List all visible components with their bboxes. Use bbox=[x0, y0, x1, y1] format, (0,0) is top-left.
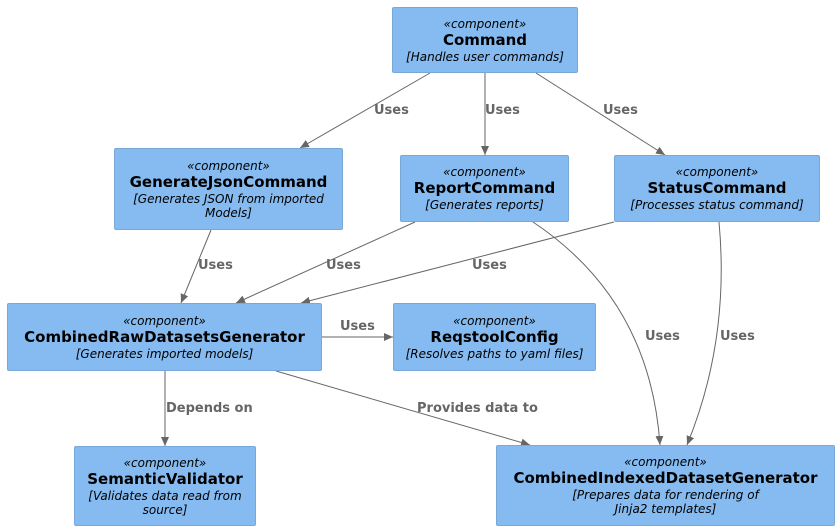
node-description: [Validates data read from bbox=[88, 488, 242, 503]
node-description: [Handles user commands] bbox=[406, 49, 564, 64]
node-stereotype: «component» bbox=[123, 455, 207, 470]
node-title: Command bbox=[442, 30, 528, 49]
node-generate-json-command: «component» GenerateJsonCommand [Generat… bbox=[114, 148, 343, 230]
edge-status-combined-raw bbox=[300, 221, 615, 305]
edge-command-generate-json bbox=[299, 72, 431, 149]
node-stereotype: «component» bbox=[624, 455, 707, 469]
edge-generate-json-combined-raw bbox=[180, 229, 212, 304]
node-stereotype: «component» bbox=[123, 313, 206, 328]
node-stereotype: «component» bbox=[187, 158, 270, 173]
node-title: StatusCommand bbox=[647, 179, 787, 197]
edge-status-combined-indexed bbox=[686, 221, 722, 446]
node-description: source] bbox=[142, 502, 188, 517]
edge-label-combined-raw-reqstool: Uses bbox=[340, 319, 375, 334]
node-title: ReqstoolConfig bbox=[430, 327, 559, 346]
edge-combined-raw-combined-indexed bbox=[275, 370, 531, 447]
edge-report-combined-raw bbox=[235, 221, 416, 304]
edge-label-command-report: Uses bbox=[485, 103, 520, 118]
edge-label-status-combined-raw: Uses bbox=[472, 258, 507, 273]
edge-report-combined-indexed bbox=[532, 221, 664, 446]
edge-label-combined-raw-semantic: Depends on bbox=[166, 401, 253, 416]
node-description: [Generates JSON from imported bbox=[133, 191, 324, 206]
node-status-command: «component» StatusCommand [Processes sta… bbox=[614, 155, 820, 222]
node-description: Models] bbox=[205, 205, 252, 220]
edge-label-command-generate-json: Uses bbox=[374, 103, 409, 118]
node-title: CombinedRawDatasetsGenerator bbox=[24, 327, 305, 346]
node-combined-indexed-dataset-generator: «component» CombinedIndexedDatasetGenera… bbox=[496, 445, 835, 526]
node-description: [Prepares data for rendering of bbox=[572, 488, 759, 502]
node-description: Jinja2 templates] bbox=[614, 502, 717, 516]
edge-command-status bbox=[535, 72, 666, 156]
edge-label-combined-raw-combined-indexed: Provides data to bbox=[417, 401, 538, 416]
node-stereotype: «component» bbox=[443, 16, 527, 31]
edge-label-report-combined-indexed: Uses bbox=[645, 329, 680, 344]
edge-label-generate-json-combined-raw: Uses bbox=[198, 258, 233, 273]
node-stereotype: «component» bbox=[675, 165, 759, 179]
node-command: «component» Command [Handles user comman… bbox=[392, 7, 578, 73]
node-title: SemanticValidator bbox=[87, 469, 243, 488]
node-stereotype: «component» bbox=[443, 165, 526, 179]
edge-label-report-combined-raw: Uses bbox=[326, 258, 361, 273]
node-title: ReportCommand bbox=[413, 179, 556, 197]
edge-label-command-status: Uses bbox=[603, 103, 638, 118]
node-description: [Resolves paths to yaml files] bbox=[405, 346, 584, 361]
node-description: [Generates imported models] bbox=[75, 346, 254, 361]
node-report-command: «component» ReportCommand [Generates rep… bbox=[400, 155, 569, 222]
node-title: CombinedIndexedDatasetGenerator bbox=[513, 469, 818, 487]
node-title: GenerateJsonCommand bbox=[129, 172, 328, 191]
edge-label-status-combined-indexed: Uses bbox=[720, 329, 755, 344]
node-description: [Processes status command] bbox=[630, 198, 804, 212]
node-reqstool-config: «component» ReqstoolConfig [Resolves pat… bbox=[393, 303, 596, 371]
node-description: [Generates reports] bbox=[425, 198, 544, 212]
node-combined-raw-datasets-generator: «component» CombinedRawDatasetsGenerator… bbox=[7, 303, 322, 371]
node-stereotype: «component» bbox=[453, 313, 536, 328]
node-semantic-validator: «component» SemanticValidator [Validates… bbox=[74, 446, 256, 526]
